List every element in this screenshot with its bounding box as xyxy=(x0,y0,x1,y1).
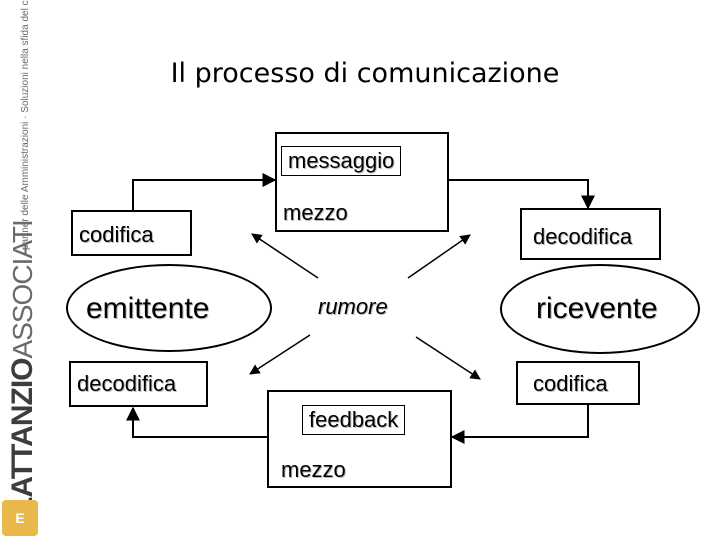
arrow-to-messaggio xyxy=(132,173,277,210)
mezzo-bottom-label: mezzo xyxy=(281,457,346,482)
page-title: Il processo di comunicazione xyxy=(170,58,560,89)
mezzo-top-label: mezzo xyxy=(283,200,348,225)
arrow-to-decodifica-left xyxy=(126,406,267,438)
messaggio-label: messaggio xyxy=(281,146,402,176)
decodifica-right-box xyxy=(520,208,661,260)
noise-arrow-top-right xyxy=(407,234,471,279)
brand-sidebar: partner delle Amministrazioni · Soluzion… xyxy=(0,0,44,540)
codifica-right-label: codifica xyxy=(533,371,608,396)
rumore-label: rumore xyxy=(318,294,388,319)
decodifica-left-box xyxy=(69,361,208,407)
arrow-to-decodifica xyxy=(447,179,595,210)
decodifica-right-label: decodifica xyxy=(533,224,633,249)
emittente-ellipse xyxy=(66,264,272,352)
noise-arrow-bottom-left xyxy=(249,334,311,375)
codifica-left-box xyxy=(71,210,192,256)
brand-badge: E xyxy=(2,500,38,536)
ricevente-ellipse xyxy=(500,264,700,354)
feedback-label: feedback xyxy=(302,405,406,435)
noise-arrow-top-left xyxy=(251,233,319,279)
decodifica-left-label: decodifica xyxy=(77,371,177,396)
noise-arrow-bottom-right xyxy=(415,336,481,380)
emittente-label: emittente xyxy=(86,292,210,325)
codifica-right-box xyxy=(516,361,640,405)
codifica-left-label: codifica xyxy=(79,222,154,247)
arrow-to-feedback xyxy=(450,405,589,444)
ricevente-label: ricevente xyxy=(536,292,658,325)
